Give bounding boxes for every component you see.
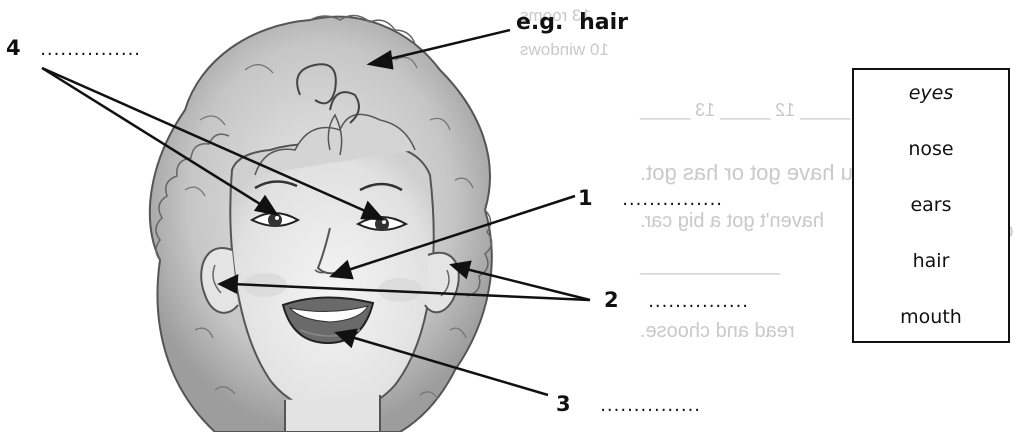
word-eyes: eyes [854,82,1008,104]
word-ears: ears [854,194,1008,216]
example-label: e.g. hair [516,10,628,35]
item-2-answer-line[interactable]: ............... [648,291,749,312]
example-prefix: e.g. [516,10,563,35]
item-1: 1 ............... [578,186,723,210]
item-4-answer-line[interactable]: ............... [40,39,141,60]
item-4: 4 ............... [6,36,141,60]
item-3-answer-line[interactable]: ............... [600,395,701,416]
item-4-number: 4 [6,36,21,60]
item-2: 2 ............... [604,288,749,312]
item-3-number: 3 [556,392,571,416]
item-1-number: 1 [578,186,593,210]
item-1-answer-line[interactable]: ............... [622,189,723,210]
item-3: 3 ............... [556,392,701,416]
word-nose: nose [854,138,1008,160]
word-box: eyes nose ears hair mouth [852,68,1010,343]
word-mouth: mouth [854,306,1008,328]
word-hair: hair [854,250,1008,272]
example-word: hair [579,10,628,35]
item-2-number: 2 [604,288,619,312]
